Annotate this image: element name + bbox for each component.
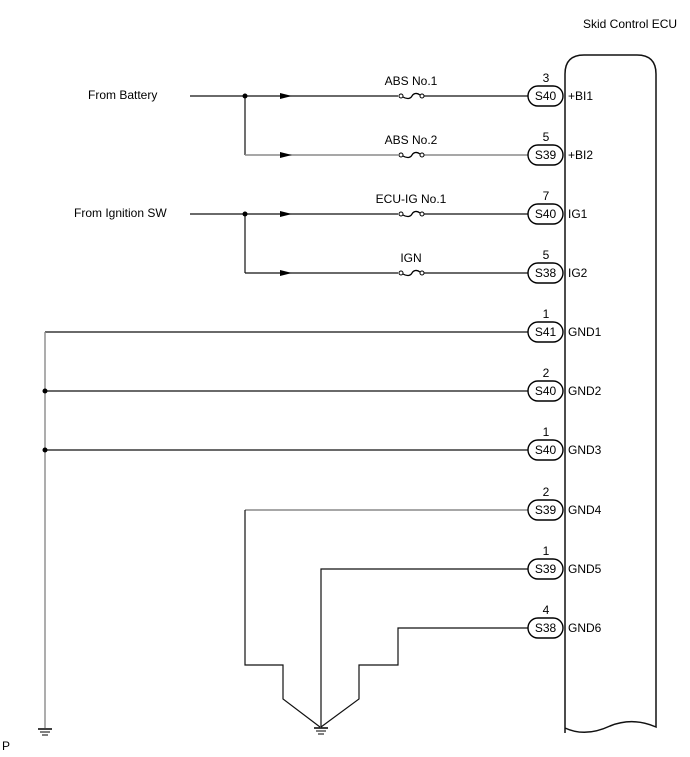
- terminal-label: +BI1: [568, 89, 593, 103]
- pin-number: 4: [543, 603, 550, 617]
- connector-pill: [527, 380, 564, 402]
- ground-icon: [38, 728, 52, 736]
- terminal-label: GND1: [568, 325, 602, 339]
- connector-label: S40: [535, 89, 557, 103]
- connector-pill: [527, 203, 564, 225]
- connector-label: S40: [535, 443, 557, 457]
- ignition-wires: [190, 211, 528, 276]
- terminal-label: GND2: [568, 384, 602, 398]
- connector-label: S39: [535, 562, 557, 576]
- connector-pill: [527, 439, 564, 461]
- pin-number: 7: [543, 189, 550, 203]
- connector-label: S40: [535, 384, 557, 398]
- connector-label: S38: [535, 266, 557, 280]
- fuse-icon: [398, 269, 425, 277]
- ecu-box: [564, 54, 657, 734]
- footer-code: P: [2, 739, 10, 753]
- pin-number: 5: [543, 130, 550, 144]
- pin-number: 1: [543, 425, 550, 439]
- terminal-label: GND6: [568, 621, 602, 635]
- battery-wires: [190, 93, 528, 158]
- terminal-label: GND3: [568, 443, 602, 457]
- pin-number: 2: [543, 485, 550, 499]
- terminal-label: GND4: [568, 503, 602, 517]
- connector-label: S38: [535, 621, 557, 635]
- connector-pill: [527, 262, 564, 284]
- ground-bus-left: [38, 331, 528, 736]
- junction-dot-icon: [42, 447, 48, 453]
- fuse-icon: [398, 210, 425, 218]
- connector-label: S39: [535, 503, 557, 517]
- ground-icon: [314, 727, 328, 735]
- arrow-right-icon: [280, 152, 292, 158]
- junction-dot-icon: [242, 93, 248, 99]
- fuse-label: ECU-IG No.1: [376, 192, 447, 206]
- arrow-right-icon: [280, 270, 292, 276]
- fuse-icon: [398, 151, 425, 159]
- fuse-label: IGN: [400, 251, 421, 265]
- source-label-battery: From Battery: [88, 88, 157, 102]
- fuse-label: ABS No.2: [385, 133, 438, 147]
- connector-pill: [527, 144, 564, 166]
- connector-pill: [527, 499, 564, 521]
- fuse-label: ABS No.1: [385, 74, 438, 88]
- pin-number: 1: [543, 307, 550, 321]
- junction-dot-icon: [42, 388, 48, 394]
- connector-pill: [527, 617, 564, 639]
- ground-bus-bottom: [244, 509, 528, 735]
- connector-label: S40: [535, 207, 557, 221]
- connector-label: S39: [535, 148, 557, 162]
- pin-number: 1: [543, 544, 550, 558]
- terminal-label: IG1: [568, 207, 588, 221]
- connector-pill: [527, 558, 564, 580]
- source-label-ignition: From Ignition SW: [74, 206, 167, 220]
- connector-label: S41: [535, 325, 557, 339]
- pin-number: 5: [543, 248, 550, 262]
- terminal-label: +BI2: [568, 148, 593, 162]
- fuse-icon: [398, 92, 425, 100]
- ecu-title: Skid Control ECU: [583, 17, 677, 31]
- connector-pill: [527, 85, 564, 107]
- connector-pill: [527, 321, 564, 343]
- arrow-right-icon: [280, 211, 292, 217]
- terminal-label: GND5: [568, 562, 602, 576]
- pin-number: 2: [543, 366, 550, 380]
- arrow-right-icon: [280, 93, 292, 99]
- junction-dot-icon: [242, 211, 248, 217]
- pin-number: 3: [543, 71, 550, 85]
- terminal-label: IG2: [568, 266, 588, 280]
